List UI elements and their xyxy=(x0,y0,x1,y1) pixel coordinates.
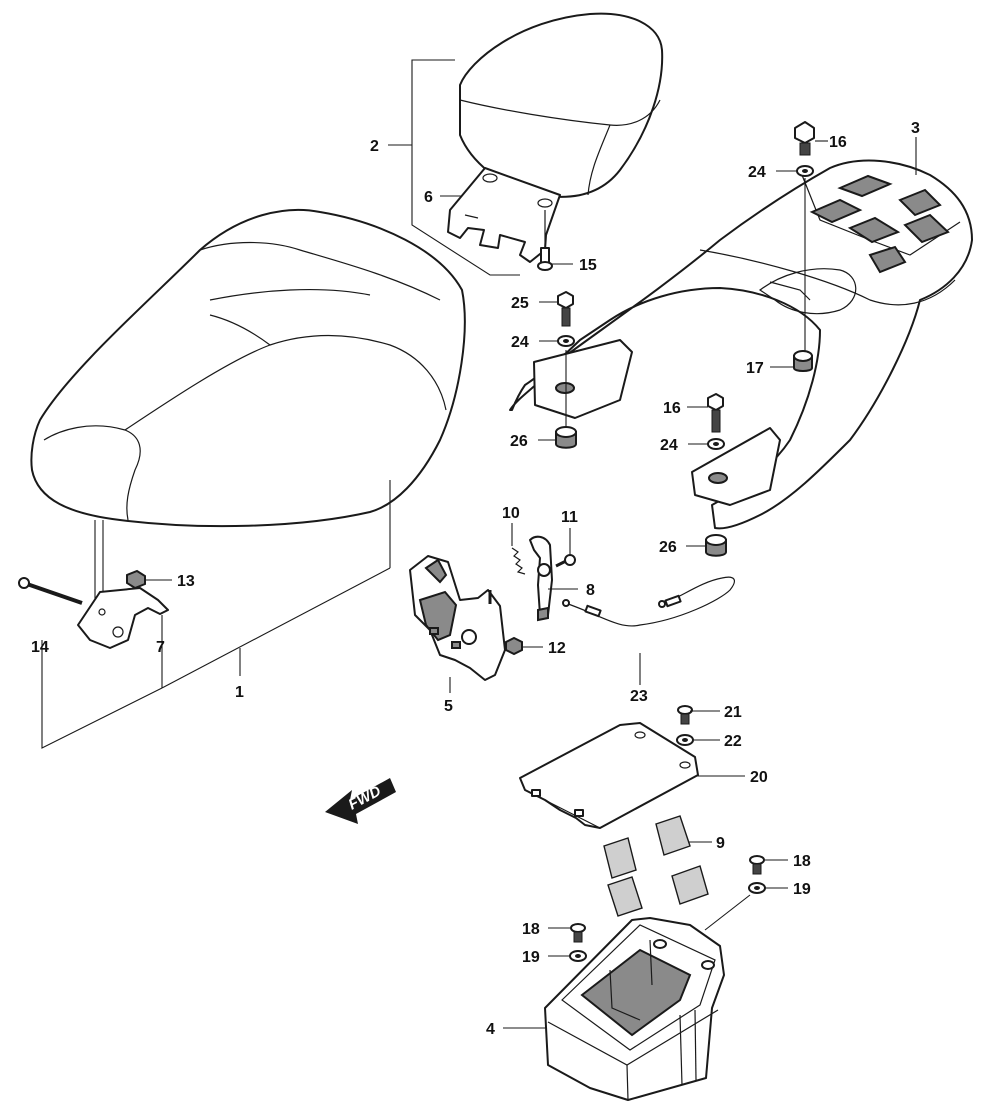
callout-24-left: 24 xyxy=(511,334,529,351)
seat-lock-bracket xyxy=(409,555,506,681)
rear-seat-bracket xyxy=(447,167,561,263)
item-2-group-outline xyxy=(411,59,520,276)
bolt-25 xyxy=(557,291,574,432)
leader-lines xyxy=(146,137,917,1029)
nut-12 xyxy=(505,636,523,656)
callout-4: 4 xyxy=(486,1021,495,1038)
rear-carrier xyxy=(509,159,973,530)
main-seat xyxy=(30,208,466,610)
seat-lock-cable xyxy=(562,576,736,627)
callout-1: 1 xyxy=(235,684,244,701)
callout-21: 21 xyxy=(724,704,742,721)
callout-20: 20 xyxy=(750,769,768,786)
battery-box xyxy=(544,917,725,1101)
callout-16-top: 16 xyxy=(829,134,847,151)
callout-26-left: 26 xyxy=(510,433,528,450)
bolt-16-top xyxy=(794,121,815,360)
callout-19-left: 19 xyxy=(522,949,540,966)
callout-16-right: 16 xyxy=(663,400,681,417)
callout-22: 22 xyxy=(724,733,742,750)
callout-24-right: 24 xyxy=(660,437,678,454)
spring-10 xyxy=(511,547,526,575)
callout-labels: 1 2 3 4 5 6 7 8 9 10 11 12 13 14 15 16 1… xyxy=(31,120,920,1038)
callout-13: 13 xyxy=(177,573,195,590)
callout-8: 8 xyxy=(586,582,595,599)
lock-lever xyxy=(529,535,553,622)
spacer-26-right xyxy=(705,534,727,557)
screw-21 xyxy=(677,705,693,725)
bolt-16-right xyxy=(707,393,724,433)
item-1-group-outline xyxy=(41,480,391,749)
callout-10: 10 xyxy=(502,505,520,522)
spacer-26-left xyxy=(555,426,577,449)
washer-24-left xyxy=(557,335,575,347)
callout-18-left: 18 xyxy=(522,921,540,938)
callout-17: 17 xyxy=(746,360,764,377)
callout-11: 11 xyxy=(561,509,578,526)
callout-23: 23 xyxy=(630,688,648,705)
battery-cover xyxy=(519,722,699,829)
bolt-14 xyxy=(18,577,83,605)
washer-22 xyxy=(676,734,694,746)
callout-3: 3 xyxy=(911,120,920,137)
callout-6: 6 xyxy=(424,189,433,206)
callout-19-right: 19 xyxy=(793,881,811,898)
seat-hinge-bracket xyxy=(77,587,169,649)
screw-18-right xyxy=(749,855,765,875)
callout-5: 5 xyxy=(444,698,453,715)
callout-26-right: 26 xyxy=(659,539,677,556)
screw-11 xyxy=(555,554,576,568)
cushion-pads xyxy=(603,815,709,917)
callout-2: 2 xyxy=(370,138,379,155)
callout-24-top: 24 xyxy=(748,164,766,181)
washer-24-top xyxy=(796,165,814,177)
callout-18-right: 18 xyxy=(793,853,811,870)
callout-7: 7 xyxy=(156,639,165,656)
callout-12: 12 xyxy=(548,640,566,657)
washer-19-left xyxy=(569,950,587,962)
callout-9: 9 xyxy=(716,835,725,852)
washer-19-right xyxy=(704,882,766,931)
callout-14: 14 xyxy=(31,639,49,656)
rear-seat xyxy=(459,12,664,198)
nut-13 xyxy=(126,569,146,590)
callout-25: 25 xyxy=(511,295,529,312)
forward-direction-arrow: FWD xyxy=(325,778,396,824)
bolt-15 xyxy=(537,210,553,271)
screw-18-left xyxy=(570,923,586,943)
washer-24-right xyxy=(707,438,725,450)
grommet-17 xyxy=(793,350,813,372)
callout-15: 15 xyxy=(579,257,597,274)
